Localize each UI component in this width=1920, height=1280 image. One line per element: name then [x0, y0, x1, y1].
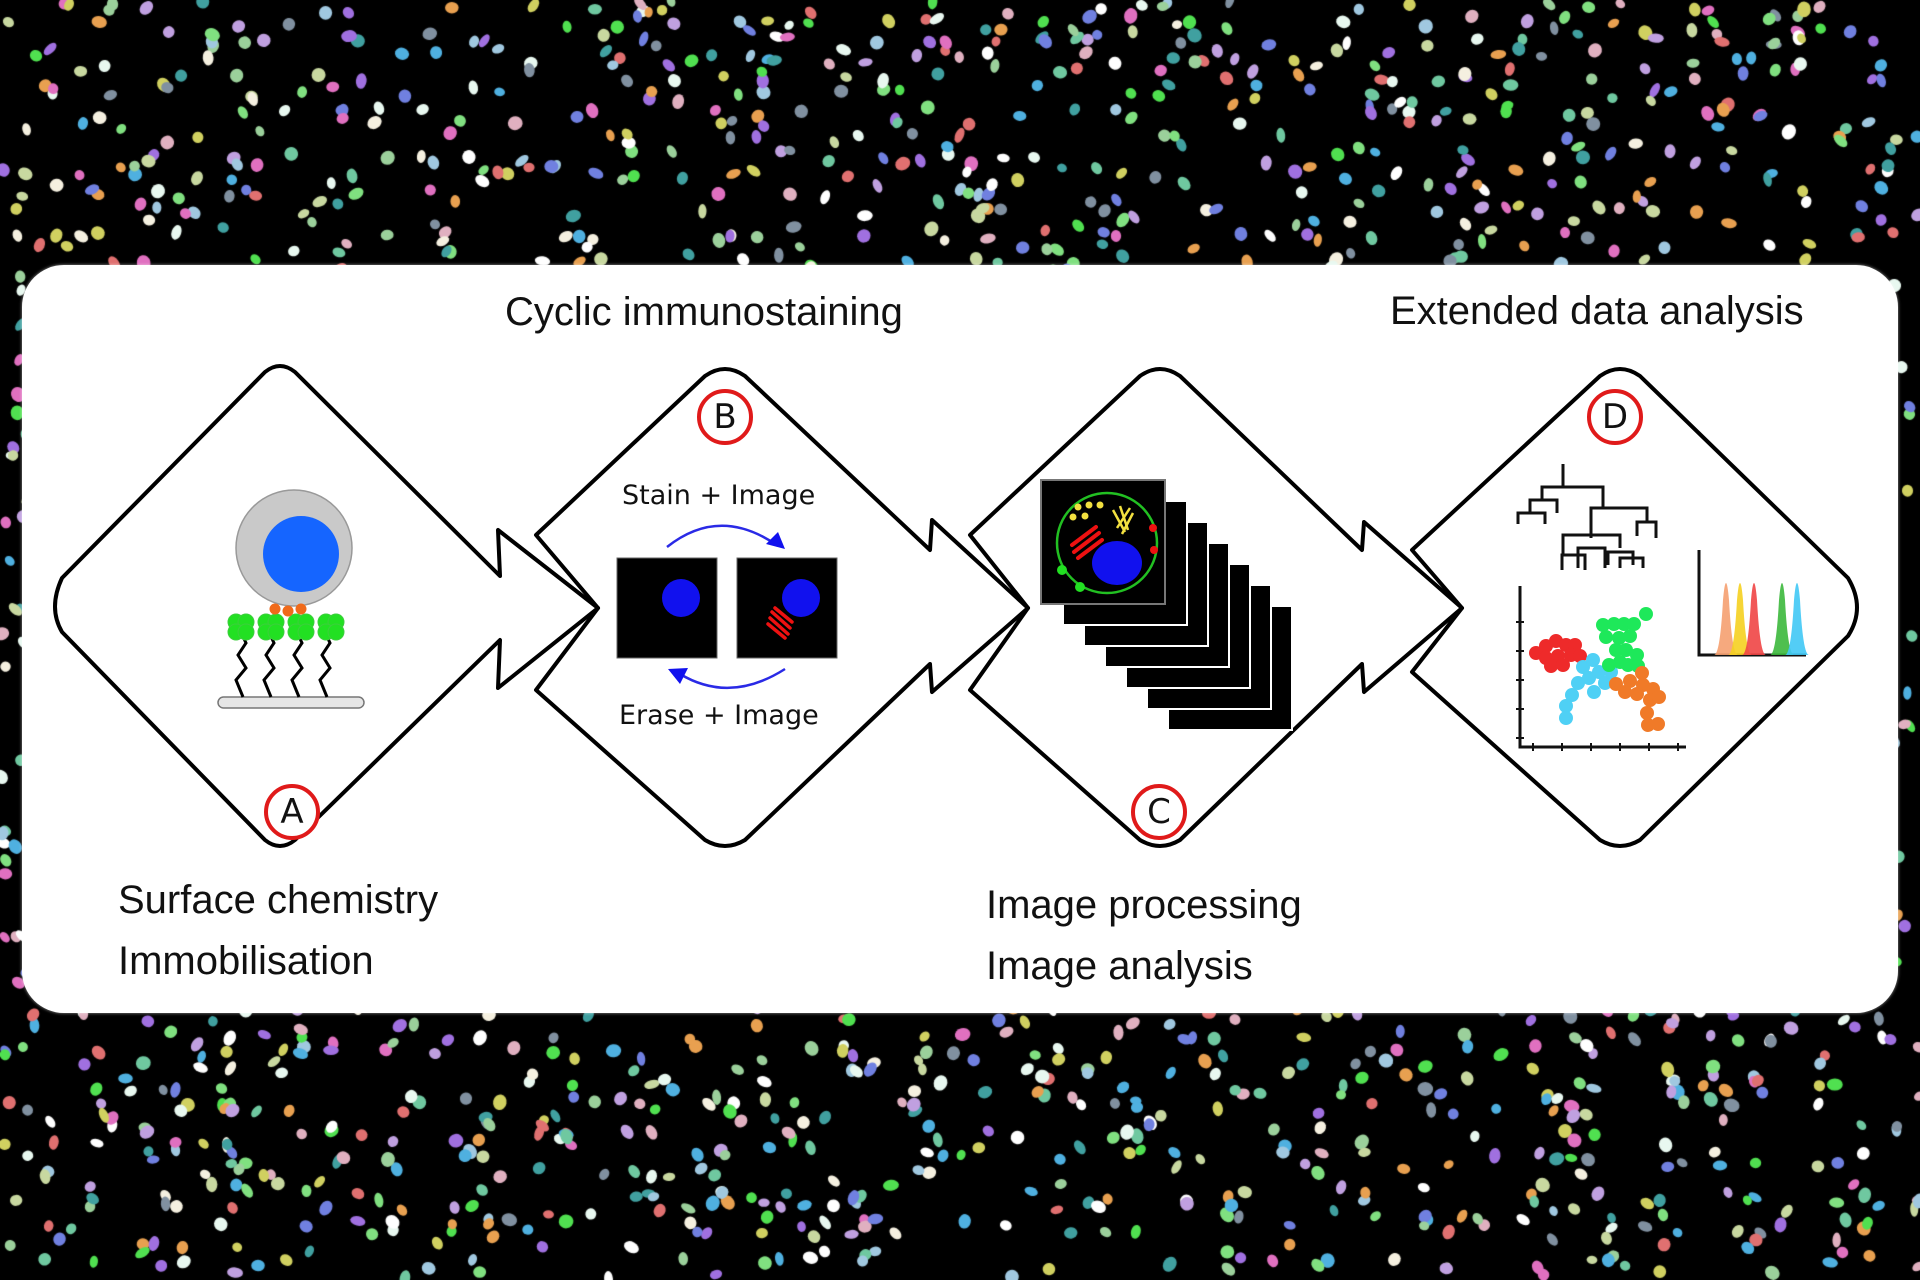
step-b-diamond: [534, 367, 1030, 848]
caption-image-analysis: Image analysis: [986, 944, 1253, 988]
step-a-diamond: [53, 364, 600, 848]
step-c-diamond: [968, 367, 1464, 848]
caption-immobilisation: Immobilisation: [118, 939, 374, 983]
stain-erase-cycle-icon: [616, 524, 838, 690]
step-d-diamond: [1410, 367, 1859, 848]
cell-immobilisation-icon: [217, 489, 365, 709]
caption-image-processing: Image processing: [986, 883, 1302, 927]
erase-arrow: [679, 667, 786, 690]
caption-surface-chemistry: Surface chemistry: [118, 878, 439, 922]
histogram-icon: [1697, 550, 1809, 657]
step-badge-c: C: [1131, 784, 1187, 840]
step-badge-d: D: [1587, 389, 1643, 445]
image-stack-icon: [1040, 479, 1293, 731]
heading-cyclic-immunostaining: Cyclic immunostaining: [505, 290, 903, 334]
caption-step-c: Image processing Image analysis: [986, 875, 1302, 997]
heading-extended-data-analysis: Extended data analysis: [1390, 289, 1804, 333]
cell-fluorescence-image: [1055, 491, 1159, 595]
step-badge-b: B: [697, 389, 753, 445]
caption-step-a: Surface chemistry Immobilisation: [118, 870, 438, 992]
dendrogram-icon: [1516, 464, 1658, 570]
stain-image-label: Stain + Image: [622, 480, 816, 511]
erase-image-label: Erase + Image: [619, 700, 819, 731]
stain-arrow: [666, 524, 779, 548]
scatter-plot-icon: [1516, 586, 1686, 751]
step-badge-a: A: [264, 784, 320, 840]
